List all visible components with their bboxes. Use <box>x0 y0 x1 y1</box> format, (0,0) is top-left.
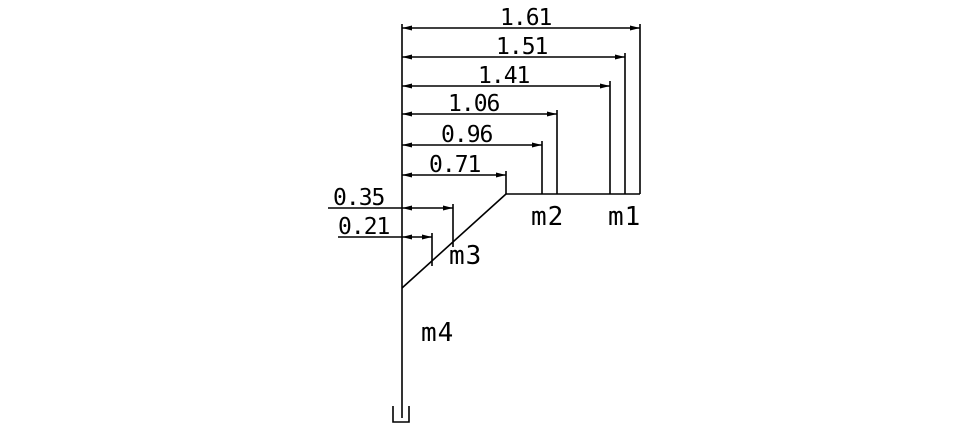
diagonal-object-line <box>401 193 507 289</box>
arrowhead-035-right <box>443 205 453 211</box>
dimension-value-071: 0.71 <box>429 152 481 178</box>
dimension-value-141: 1.41 <box>478 63 530 89</box>
arrowhead-141-right <box>600 83 610 89</box>
arrowhead-096-right <box>532 142 542 148</box>
marker-label-m1: m1 <box>608 202 641 232</box>
break-symbol <box>392 406 410 423</box>
arrowhead-106-left <box>402 111 412 117</box>
arrowhead-151-right <box>615 54 625 60</box>
arrowhead-071-left <box>402 172 412 178</box>
dimension-value-021: 0.21 <box>338 214 390 240</box>
arrowhead-035-left <box>402 205 412 211</box>
arrowhead-096-left <box>402 142 412 148</box>
marker-label-m2: m2 <box>531 202 564 232</box>
marker-label-m4: m4 <box>421 318 454 348</box>
arrowhead-106-right <box>547 111 557 117</box>
arrowhead-151-left <box>402 54 412 60</box>
arrowhead-021-right <box>422 234 432 240</box>
arrowhead-161-right <box>630 25 640 31</box>
dimension-value-096: 0.96 <box>441 122 493 148</box>
marker-label-m3: m3 <box>449 241 482 271</box>
dimension-value-106: 1.06 <box>448 91 500 117</box>
dimension-value-151: 1.51 <box>496 34 548 60</box>
dimension-value-161: 1.61 <box>500 5 552 31</box>
arrowhead-161-left <box>402 25 412 31</box>
arrowhead-141-left <box>402 83 412 89</box>
arrowhead-021-left <box>402 234 412 240</box>
dimension-value-035: 0.35 <box>333 185 384 211</box>
arrowhead-071-right <box>496 172 506 178</box>
